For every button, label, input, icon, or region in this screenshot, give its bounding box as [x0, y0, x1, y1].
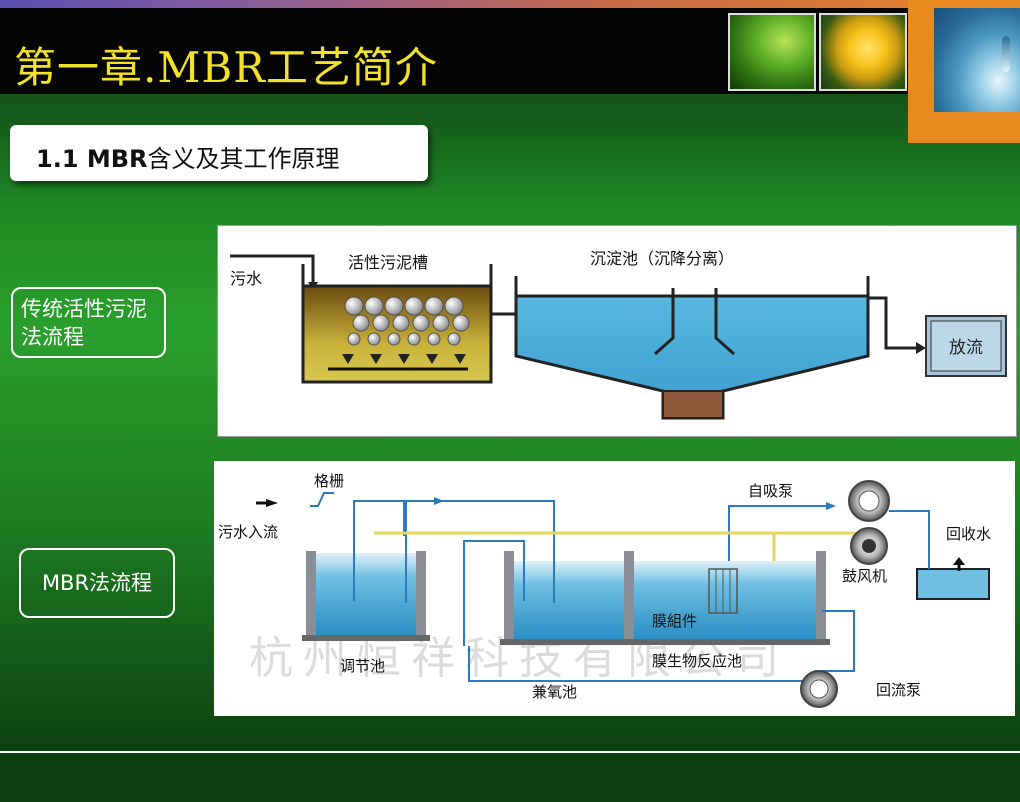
diffuser-icon [398, 354, 410, 364]
air-bubble [447, 332, 461, 346]
air-bubble [387, 332, 401, 346]
wastewater-label: 污水 [230, 269, 262, 288]
section-number: 1.1 MBR [36, 145, 148, 173]
discharge-label: 放流 [949, 338, 983, 358]
return-pump-label: 回流泵 [876, 681, 921, 699]
diffuser-icon [342, 354, 354, 364]
air-bubble [452, 314, 470, 332]
inflow-label: 污水入流 [218, 523, 278, 541]
footer [0, 753, 1020, 802]
sludge-hopper [662, 390, 724, 419]
mbr-process-label: MBR法流程 [19, 548, 175, 618]
footer-divider [0, 751, 1020, 753]
air-bubble [404, 296, 424, 316]
mbr-diagram: 杭州恒祥科技有限公司 格栅 污水入流 [214, 461, 1015, 716]
air-bubble [352, 314, 370, 332]
air-bubble [427, 332, 441, 346]
flower-image [819, 13, 907, 91]
air-bubble [424, 296, 444, 316]
suction-pump-label: 自吸泵 [748, 482, 793, 500]
air-bubble [344, 296, 364, 316]
air-bubble [392, 314, 410, 332]
settling-tank-label: 沉淀池（沉降分离） [590, 249, 734, 268]
air-bubble [367, 332, 381, 346]
air-bubble [407, 332, 421, 346]
diffuser-icon [426, 354, 438, 364]
aeration-tank-label: 活性污泥槽 [348, 253, 428, 272]
air-bubble [384, 296, 404, 316]
equalization-tank-label: 调节池 [340, 657, 385, 675]
membrane-bioreactor-label: 膜生物反应池 [652, 652, 742, 670]
top-stripe [0, 0, 1020, 8]
traditional-process-label: 传统活性污泥法流程 [11, 287, 166, 358]
air-bubble [432, 314, 450, 332]
air-bubble [372, 314, 390, 332]
inflow-pipe [230, 254, 315, 286]
diffuser-icon [454, 354, 466, 364]
grille-label: 格栅 [314, 472, 344, 490]
diffuser-icon [370, 354, 382, 364]
air-bubble [412, 314, 430, 332]
membrane-module-label: 膜組件 [652, 612, 697, 630]
air-bubble [364, 296, 384, 316]
section-text: 含义及其工作原理 [147, 145, 340, 173]
equalization-tank [309, 553, 421, 635]
traditional-diagram: 污水 活性污泥槽 沉淀池（沉降分离） 放流 [217, 225, 1017, 437]
air-bubbles [342, 296, 470, 364]
anoxic-tank-label: 兼氧池 [532, 683, 577, 701]
leaf-image [728, 13, 816, 91]
drop-icon [1002, 36, 1010, 72]
recovered-water-label: 回收水 [946, 525, 991, 543]
slide-title: 第一章.MBR工艺简介 [14, 43, 438, 92]
blower-label: 鼓风机 [842, 567, 887, 585]
recovery-tank [916, 568, 990, 600]
air-bubble [347, 332, 361, 346]
section-heading: 1.1 MBR含义及其工作原理 [10, 125, 428, 181]
main-tank [507, 561, 820, 639]
air-bubble [444, 296, 464, 316]
